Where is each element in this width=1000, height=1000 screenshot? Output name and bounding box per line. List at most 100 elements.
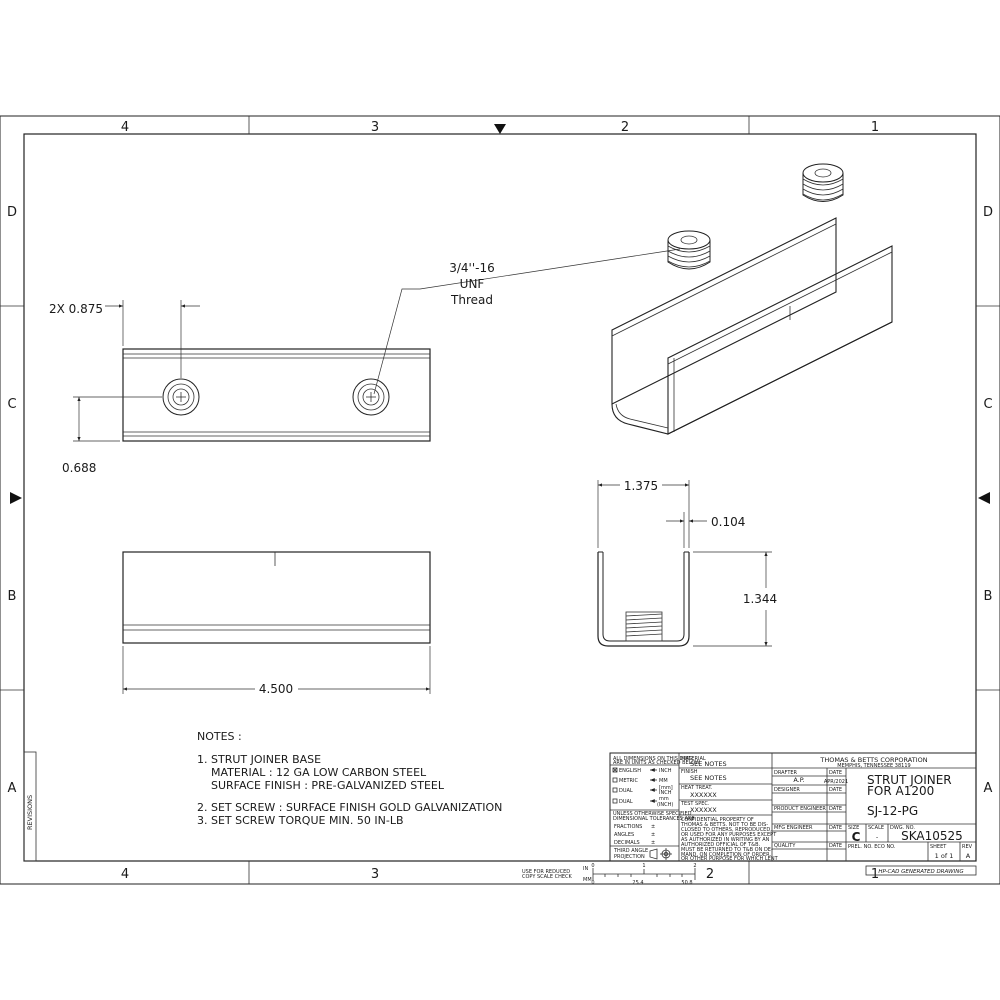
hp-cad-stamp: HP-CAD GENERATED DRAWING: [865, 865, 977, 876]
confidential-4: OR USED FOR ANY PURPOSES EXCEPT: [681, 832, 777, 838]
size-label: SIZE: [848, 825, 859, 831]
material-label: MATERIAL: [681, 756, 706, 762]
heat-treat-label: HEAT TREAT.: [681, 785, 713, 791]
zone-row-left-c: C: [7, 397, 16, 412]
drafter-label: DRAFTER: [774, 770, 798, 776]
zone-col-top-2: 2: [621, 120, 629, 135]
dim-hole-offset: 0.688: [62, 396, 162, 475]
ruler-mm-0: 0: [591, 880, 594, 886]
zone-row-right-d: D: [983, 205, 993, 220]
unit-dual-val-2: INCH: [659, 790, 672, 796]
unit-dual2-row: DUAL mm (INCH): [612, 796, 673, 808]
heat-treat-value: XXXXXX: [690, 791, 717, 799]
note-line-5: 3. SET SCREW TORQUE MIN. 50 IN-LB: [197, 814, 404, 827]
zone-row-left-b: B: [8, 589, 17, 604]
rev-label: REV: [962, 844, 973, 850]
designer-date-label: DATE: [829, 787, 842, 793]
unit-metric-label: METRIC: [619, 778, 638, 784]
ruler-in-1: 1: [642, 863, 645, 869]
test-spec-label: TEST SPEC.: [680, 801, 710, 807]
notes-heading: NOTES :: [197, 730, 242, 743]
zone-row-left-a: A: [8, 781, 17, 796]
unit-metric-row: METRIC MM: [612, 777, 668, 784]
unit-dual2-label: DUAL: [619, 799, 633, 805]
tol-note-2: DIMENSIONAL TOLERANCES ARE: [613, 816, 695, 822]
projection-2: PROJECTION: [614, 854, 645, 860]
drafter-date-label: DATE: [829, 770, 842, 776]
dim-width-label: 1.375: [624, 479, 658, 493]
set-screw-left: [162, 378, 200, 416]
sheet-value: 1 of 1: [935, 852, 954, 860]
dim-length: 4.500: [122, 646, 431, 696]
zone-labels: 4 3 2 1 4 3 2 1 D C B A D C B A: [7, 120, 993, 882]
zone-col-top-4: 4: [121, 120, 129, 135]
dim-thickness-label: 0.104: [711, 515, 745, 529]
dim-height-label: 1.344: [743, 592, 777, 606]
dim-height: 1.344: [693, 551, 777, 647]
unit-dual-row: DUAL [mm] INCH: [612, 785, 673, 796]
finish-label: FINISH: [681, 769, 698, 775]
decimals-label: DECIMALS: [614, 840, 640, 846]
unit-dual-label: DUAL: [619, 788, 633, 794]
confidential-5: AS AUTHORIZED IN WRITING BY AN: [681, 837, 770, 843]
dim-thickness: 0.104: [666, 512, 745, 548]
unit-metric-val: MM: [659, 778, 668, 784]
scale-check-label-2: COPY SCALE CHECK: [522, 874, 572, 880]
drafter-date: APR/2021: [824, 779, 848, 785]
scale-label: SCALE: [868, 825, 884, 831]
revisions-label: REVISIONS: [26, 795, 34, 830]
material-value: SEE NOTES: [690, 760, 727, 768]
iso-set-screw-1: [667, 230, 711, 270]
callout-line-1: 3/4''-16: [449, 261, 495, 275]
revisions-box: REVISIONS: [23, 751, 37, 862]
dim-hole-spacing: 2X 0.875: [49, 300, 200, 378]
ruler-in-0: 0: [591, 863, 594, 869]
isometric-view: [611, 163, 893, 435]
zone-col-top-1: 1: [871, 120, 879, 135]
note-line-1: 1. STRUT JOINER BASE: [197, 753, 321, 766]
designer-label: DESIGNER: [774, 787, 800, 793]
zone-row-left-d: D: [7, 205, 17, 220]
scale-value: -: [876, 833, 879, 841]
company-address: MEMPHIS, TENNESSEE 38119: [837, 763, 910, 769]
set-screw-section: [625, 611, 663, 642]
note-line-4: 2. SET SCREW : SURFACE FINISH GOLD GALVA…: [197, 801, 502, 814]
scale-check-label-1: USE FOR REDUCED: [522, 869, 570, 875]
callout-line-2: UNF: [460, 277, 485, 291]
quality-label: QUALITY: [774, 843, 796, 849]
prel-eco-label: PREL. NO. ECO NO.: [848, 844, 896, 850]
zone-row-right-b: B: [984, 589, 993, 604]
third-angle-projection-icon: [649, 848, 672, 860]
zone-row-right-a: A: [984, 781, 993, 796]
unit-dual-val-1: [mm]: [659, 785, 673, 791]
quality-date-label: DATE: [829, 843, 842, 849]
company-name: THOMAS & BETTS CORPORATION: [819, 756, 927, 764]
sheet-label: SHEET: [930, 844, 947, 850]
angles-pm: ±: [651, 832, 655, 838]
fractions-label: FRACTIONS: [614, 824, 642, 830]
front-view: [122, 551, 431, 644]
confidential-2: THOMAS & BETTS. NOT TO BE DIS-: [680, 822, 768, 828]
confidential-1: CONFIDENTIAL PROPERTY OF: [681, 817, 754, 823]
title-block: ALL DIMENSIONS ON THIS DWG ARE IN UNITS …: [609, 752, 977, 862]
ruler-in-label: IN: [583, 866, 588, 872]
tol-note-1: UNLESS OTHERWISE SPECIFIED: [613, 811, 692, 817]
thread-callout: 3/4''-16 UNF Thread: [373, 248, 681, 395]
product-engineer-date-label: DATE: [829, 806, 842, 812]
test-spec-value: XXXXXX: [690, 806, 717, 814]
mfg-engineer-date-label: DATE: [829, 825, 842, 831]
drafter-value: A.P.: [793, 776, 804, 784]
dim-hole-spacing-label: 2X 0.875: [49, 302, 103, 316]
fractions-pm: ±: [651, 824, 655, 830]
confidential-9: OR OTHER PURPOSE FOR WHICH LENT: [681, 856, 779, 862]
zone-col-bottom-2: 2: [706, 867, 714, 882]
finish-value: SEE NOTES: [690, 774, 727, 782]
side-view: [597, 551, 690, 647]
dwg-number: SKA10525: [901, 829, 963, 843]
ruler-mm-1: 25.4: [632, 880, 643, 886]
dim-width: 1.375: [597, 479, 690, 548]
angles-label: ANGLES: [614, 832, 634, 838]
dim-length-label: 4.500: [259, 682, 293, 696]
zone-row-right-c: C: [983, 397, 992, 412]
